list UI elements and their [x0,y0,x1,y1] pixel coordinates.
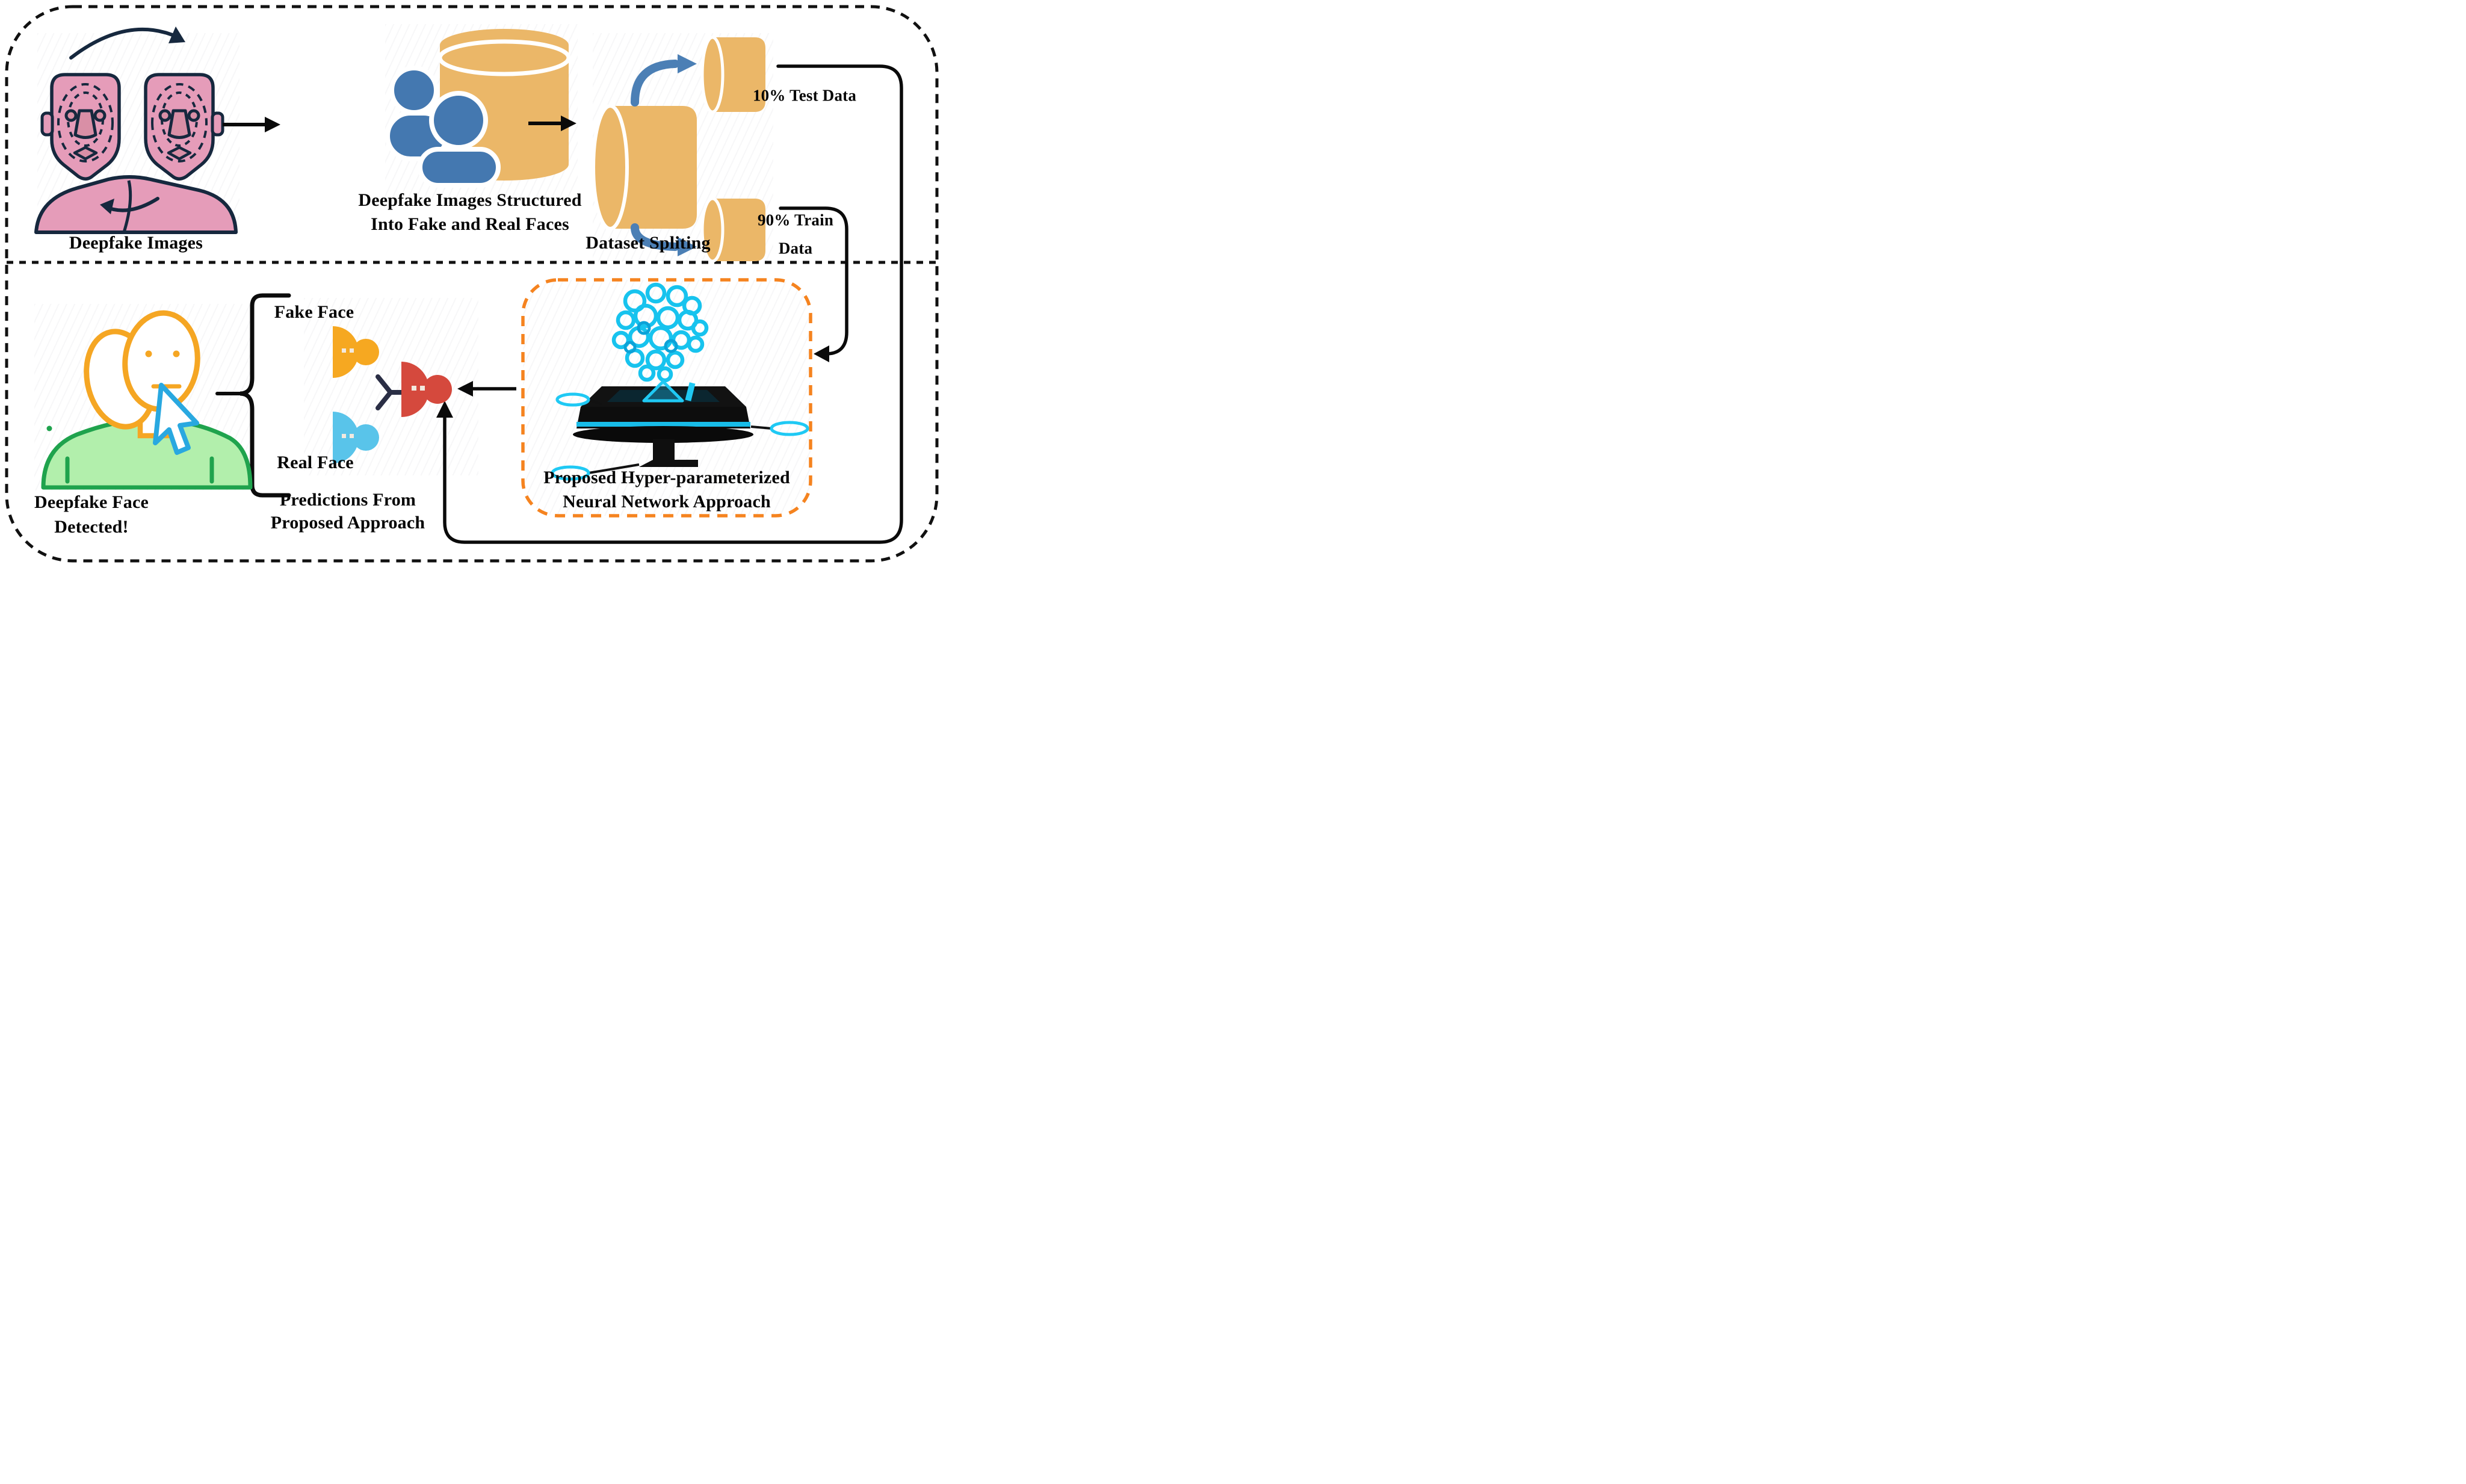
real-face-label: Real Face [277,453,354,472]
test-data-label: 10% Test Data [752,86,857,105]
users-database-icon [385,29,571,188]
structured-label-line1: Deepfake Images Structured [358,190,582,210]
dataset-split-icon [592,36,765,263]
prediction-piece-icon [401,362,452,417]
nn-box-label-line2: Neural Network Approach [563,492,771,512]
dataset-splitting-label: Dataset Spliting [586,233,711,253]
arrowhead-into-nn-box [814,345,829,362]
brain-icon [611,282,709,383]
split-arrow-down-icon [631,223,697,256]
test-cylinder-icon [700,36,765,114]
deepfake-images-label: Deepfake Images [69,233,203,253]
swap-arrows-icon [69,26,185,214]
detected-label-line1: Deepfake Face [34,492,149,512]
split-arrow-up-icon [631,54,697,107]
arrowhead-up-into-prediction [436,401,453,418]
brain-ai-chip-icon [551,282,809,481]
person-detected-icon [41,310,253,490]
diagram-art [5,5,939,563]
output-brace [215,293,291,498]
face-swap-icon [34,26,238,234]
diagram-canvas: Deepfake Images Deepfake Images Structur… [0,0,944,567]
train-cylinder-icon [700,197,765,263]
structured-label-line2: Into Fake and Real Faces [371,214,569,234]
fake-face-label: Fake Face [274,302,354,322]
arrow-db-to-split [528,116,576,131]
main-cylinder-icon [592,104,697,230]
detected-label-line2: Detected! [54,517,129,537]
fake-face-piece-icon [333,326,379,378]
nn-box-label-line1: Proposed Hyper-parameterized [543,468,790,487]
train-data-connector-line [779,206,848,362]
ai-platform-icon [551,380,809,481]
test-data-connector-line [436,64,903,544]
predictions-label-line2: Proposed Approach [270,513,425,533]
arrow-nnbox-to-prediction [457,381,516,397]
train-data-label-line2: Data [778,239,813,258]
predictions-label-line1: Predictions From [279,490,416,510]
nn-box [521,278,812,518]
arrow-faces-to-db [223,117,280,132]
cursor-icon [153,383,199,455]
real-face-piece-icon [333,412,379,463]
user-front-icon [418,91,501,188]
train-data-label-line1: 90% Train [757,211,834,229]
outer-dashed-border [5,5,939,563]
